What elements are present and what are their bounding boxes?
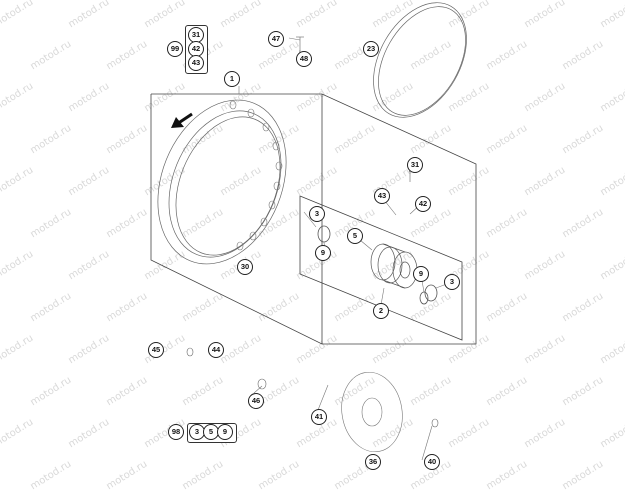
callout-2[interactable]: 2 [373, 303, 389, 319]
callout-48[interactable]: 48 [296, 51, 312, 67]
callout-1[interactable]: 1 [224, 71, 240, 87]
brake-disc-drawing [341, 371, 403, 453]
callout-46[interactable]: 46 [248, 393, 264, 409]
bearing-right-drawing [424, 284, 438, 302]
hub-frame-outline [299, 195, 463, 341]
diagram-drawing [150, 2, 477, 461]
callout-47[interactable]: 47 [268, 31, 284, 47]
kit-98-callout[interactable]: 98 [168, 424, 184, 440]
callout-42[interactable]: 42 [415, 196, 431, 212]
kit-99-callout[interactable]: 99 [167, 41, 183, 57]
callout-9-right[interactable]: 9 [413, 266, 429, 282]
callout-45[interactable]: 45 [148, 342, 164, 358]
tire-band-drawing [373, 2, 467, 118]
callout-30[interactable]: 30 [237, 259, 253, 275]
seal-right-drawing [419, 291, 429, 305]
rim-drawing [157, 99, 287, 265]
callout-43[interactable]: 43 [374, 188, 390, 204]
kit-98-item-9[interactable]: 9 [217, 424, 233, 440]
callout-9-left[interactable]: 9 [315, 245, 331, 261]
hub-drawing [370, 243, 418, 289]
kit-99-item-43[interactable]: 43 [188, 55, 204, 71]
leader-lines [238, 37, 453, 461]
small-parts-drawing [186, 36, 439, 428]
callout-31[interactable]: 31 [407, 157, 423, 173]
callout-5[interactable]: 5 [347, 228, 363, 244]
callout-41[interactable]: 41 [311, 409, 327, 425]
callout-3-right[interactable]: 3 [444, 274, 460, 290]
callout-44[interactable]: 44 [208, 342, 224, 358]
callout-23[interactable]: 23 [363, 41, 379, 57]
direction-arrow-icon [171, 112, 193, 128]
callout-3-left[interactable]: 3 [309, 206, 325, 222]
bearing-left-drawing [317, 225, 331, 243]
